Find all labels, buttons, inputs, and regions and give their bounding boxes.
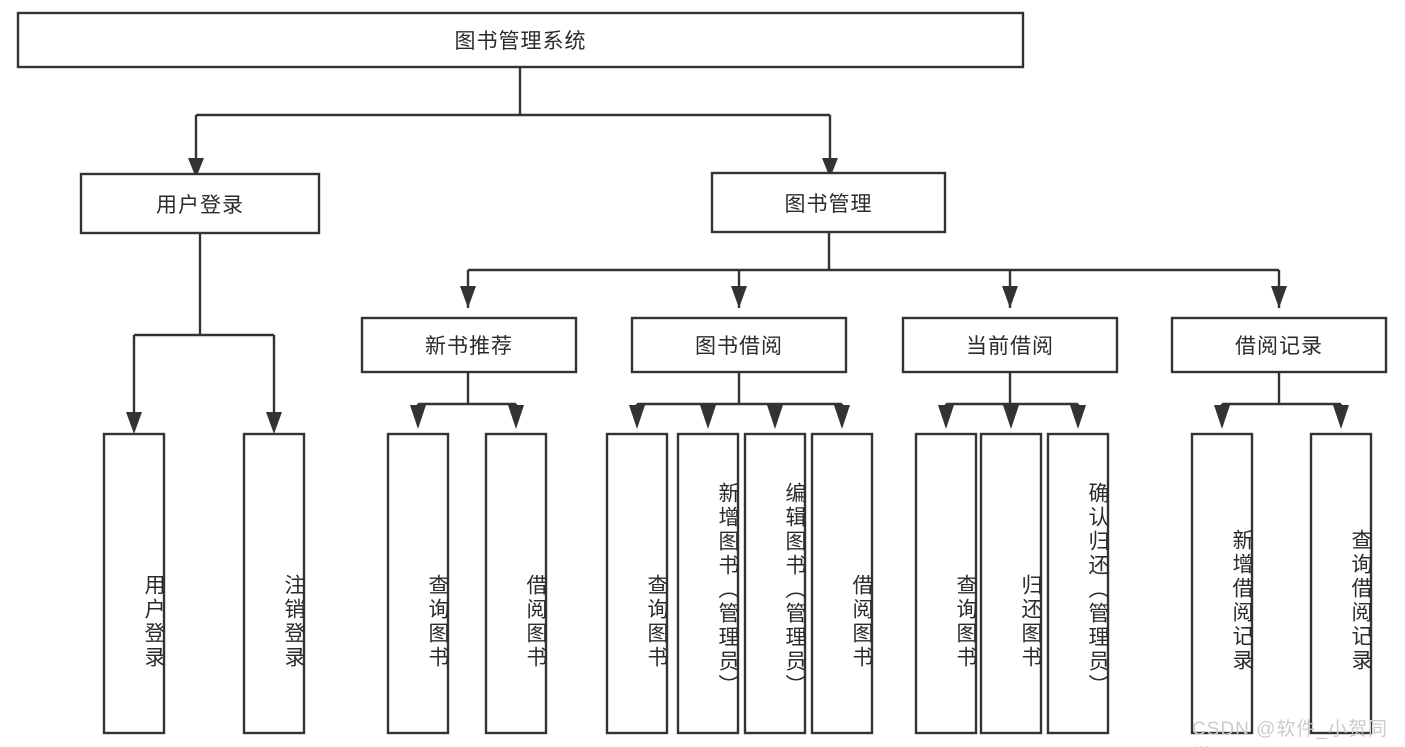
arrowhead-borrow-record xyxy=(1271,286,1287,308)
node-leaf-query-record[interactable] xyxy=(1309,432,1373,735)
node-leaf-confirm-return[interactable] xyxy=(1046,432,1110,735)
node-user-login[interactable] xyxy=(79,172,321,235)
node-leaf-borrow-book-2[interactable] xyxy=(810,432,874,735)
node-leaf-query-book-3[interactable] xyxy=(914,432,978,735)
node-book-manage[interactable] xyxy=(710,171,947,234)
arrowhead-new-book-rec xyxy=(460,286,476,308)
node-root[interactable] xyxy=(16,11,1025,69)
node-leaf-query-book-1[interactable] xyxy=(386,432,450,735)
node-leaf-borrow-book-1[interactable] xyxy=(484,432,548,735)
node-current-borrow[interactable] xyxy=(901,316,1119,374)
node-leaf-add-book[interactable] xyxy=(676,432,740,735)
node-boxes xyxy=(16,11,1388,735)
arrowhead-cb-leaf2 xyxy=(1003,405,1019,429)
arrowhead-cb-leaf1 xyxy=(938,405,954,429)
arrowhead-book-manage xyxy=(822,158,838,178)
arrowhead-bb-leaf1 xyxy=(629,405,645,429)
node-leaf-edit-book[interactable] xyxy=(743,432,807,735)
node-leaf-logout[interactable] xyxy=(242,432,306,735)
arrowhead-bb-leaf3 xyxy=(767,405,783,429)
arrowhead-current-borrow xyxy=(1002,286,1018,308)
node-leaf-return-book[interactable] xyxy=(979,432,1043,735)
arrowhead-user-login xyxy=(188,158,204,178)
arrowhead-bb-leaf4 xyxy=(834,405,850,429)
node-book-borrow[interactable] xyxy=(630,316,848,374)
arrowheads xyxy=(126,158,1349,434)
node-leaf-query-book-2[interactable] xyxy=(605,432,669,735)
arrowhead-br-leaf2 xyxy=(1333,405,1349,429)
node-borrow-record[interactable] xyxy=(1170,316,1388,374)
node-leaf-user-login[interactable] xyxy=(102,432,166,735)
arrowhead-br-leaf1 xyxy=(1214,405,1230,429)
arrowhead-cb-leaf3 xyxy=(1070,405,1086,429)
arrowhead-bb-leaf2 xyxy=(700,405,716,429)
arrowhead-nb-leaf2 xyxy=(508,405,524,429)
arrowhead-book-borrow xyxy=(731,286,747,308)
arrowhead-nb-leaf1 xyxy=(410,405,426,429)
arrowhead-leaf-logout xyxy=(266,412,282,434)
node-leaf-add-record[interactable] xyxy=(1190,432,1254,735)
node-new-book-rec[interactable] xyxy=(360,316,578,374)
arrowhead-leaf-user-login xyxy=(126,412,142,434)
csdn-watermark: CSDN @软件_小贺同学 xyxy=(1192,719,1388,747)
